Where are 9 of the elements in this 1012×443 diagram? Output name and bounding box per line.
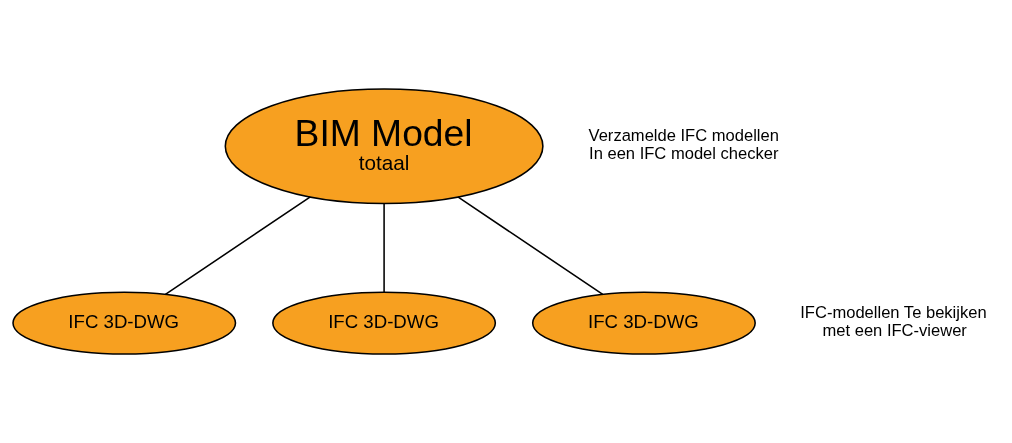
label: IFC-modellen Te bekijken met een IFC-viewer	[800, 302, 987, 341]
node-ellipse: BIM Model totaal	[224, 88, 544, 205]
connector	[164, 196, 312, 296]
node-ellipse: IFC 3D-DWG	[12, 291, 237, 355]
connector	[383, 202, 385, 294]
node-ellipse: IFC 3D-DWG	[272, 291, 497, 355]
node-ellipse: IFC 3D-DWG	[531, 291, 756, 355]
node-label: Verzamelde IFC modellen In een IFC model checker	[588, 125, 779, 164]
connector	[457, 196, 604, 296]
